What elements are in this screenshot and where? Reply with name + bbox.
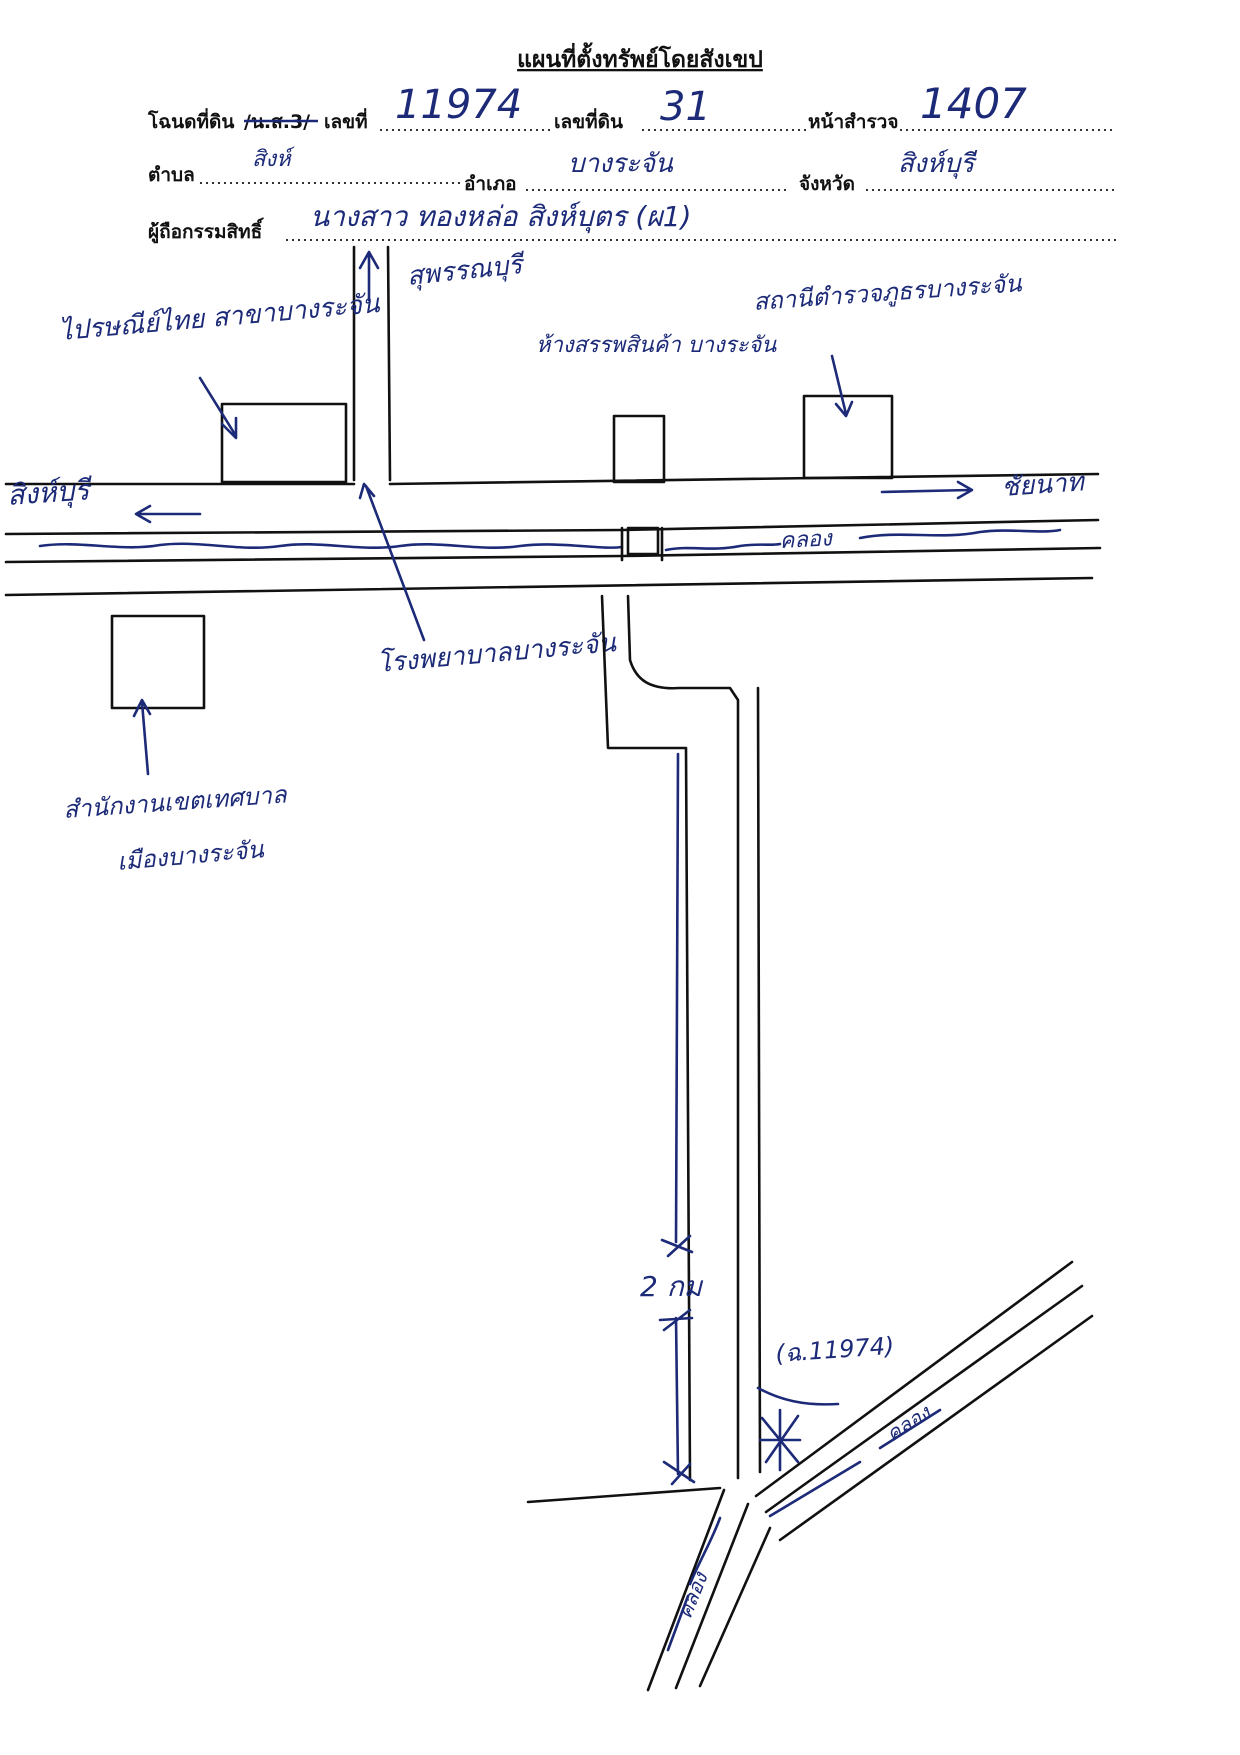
label-hospital: โรงพยาบาลบางระจัน xyxy=(376,627,618,679)
plot-marker: (ฉ.11974) xyxy=(756,1332,895,1472)
label-plot: (ฉ.11974) xyxy=(774,1332,895,1368)
label-distance: 2 กม xyxy=(640,1270,704,1303)
north-road: สุพรรณบุรี xyxy=(352,245,528,482)
label-district-office-2: เมืองบางระจัน xyxy=(116,835,265,876)
owner-value: นางสาว ทองหล่อ สิงห์บุตร (ผ1) xyxy=(310,200,691,234)
survey-page-value: 1407 xyxy=(920,79,1027,128)
distance-marker: 2 กม xyxy=(640,752,704,1486)
label-canal-right: คลอง xyxy=(882,1400,936,1447)
label-canal-top: คลอง xyxy=(779,526,835,554)
land-no-value: 31 xyxy=(660,84,711,130)
deed-label: โฉนดที่ดิน xyxy=(147,108,234,133)
south-road xyxy=(600,594,762,1482)
page-title: แผนที่ตั้งทรัพย์โดยสังเขป xyxy=(517,42,763,73)
survey-page-label: หน้าสำรวจ xyxy=(808,111,898,133)
number-label: เลขที่ xyxy=(324,108,368,133)
district-value: บางระจัน xyxy=(568,149,674,179)
main-road: สิงห์บุรี ชัยนาท คลอง xyxy=(4,467,1102,597)
label-singburi-left: สิงห์บุรี xyxy=(6,473,94,513)
department-store: ห้างสรรพสินค้า บางระจัน xyxy=(536,333,777,484)
province-label: จังหวัด xyxy=(799,173,855,195)
label-post-office: ไปรษณีย์ไทย สาขาบางระจัน xyxy=(58,288,382,347)
police-station: สถานีตำรวจภูธรบางระจัน xyxy=(752,269,1023,480)
post-office: ไปรษณีย์ไทย สาขาบางระจัน xyxy=(58,288,382,484)
subdistrict-label: ตำบล xyxy=(148,164,195,186)
owner-label: ผู้ถือกรรมสิทธิ์ xyxy=(148,217,264,244)
number-value: 11974 xyxy=(395,82,522,128)
junction-roads: คลอง คลอง xyxy=(526,1260,1094,1692)
district-label: อำเภอ xyxy=(464,173,517,195)
label-police: สถานีตำรวจภูธรบางระจัน xyxy=(752,269,1023,317)
province-value: สิงห์บุรี xyxy=(898,149,978,179)
label-canal-bottom: คลอง xyxy=(672,1568,712,1622)
label-district-office-1: สำนักงานเขตเทศบาล xyxy=(62,780,288,824)
label-dept-store: ห้างสรรพสินค้า บางระจัน xyxy=(536,333,777,358)
district-office: สำนักงานเขตเทศบาล เมืองบางระจัน xyxy=(62,614,289,876)
hospital-pointer: โรงพยาบาลบางระจัน xyxy=(358,482,618,679)
subdistrict-value: สิงห์ xyxy=(252,146,296,172)
label-chainat: ชัยนาท xyxy=(1000,467,1086,503)
form-header: โฉนดที่ดิน /น.ส.3/ เลขที่ 11974 เลขที่ดิ… xyxy=(147,79,1116,244)
land-no-label: เลขที่ดิน xyxy=(554,108,623,133)
label-suphanburi: สุพรรณบุรี xyxy=(406,250,528,292)
